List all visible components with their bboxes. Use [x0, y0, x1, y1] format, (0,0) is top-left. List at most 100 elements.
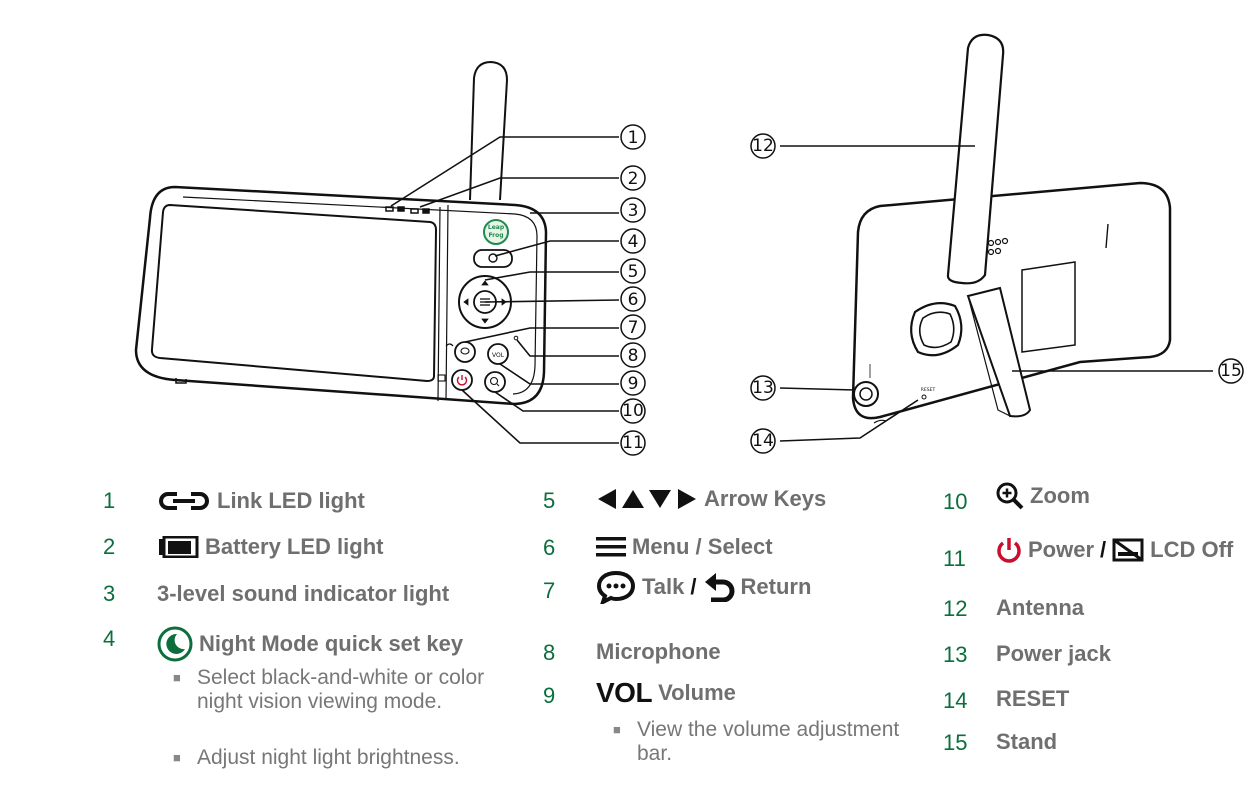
callout-13: 13 [750, 375, 776, 401]
legend-label-5: Arrow Keys [704, 486, 827, 511]
talk-icon [596, 570, 636, 604]
legend-number-10: 10 [943, 489, 968, 514]
battery-icon [157, 536, 199, 558]
legend-item-6: Menu / Select [596, 534, 773, 560]
link-icon [157, 490, 211, 512]
menu-icon [596, 535, 626, 559]
svg-text:15: 15 [1220, 361, 1242, 381]
return-icon [703, 572, 735, 602]
legend-item-4: Night Mode quick set key [157, 626, 463, 662]
svg-text:2: 2 [628, 169, 639, 189]
callout-8: 8 [620, 342, 646, 368]
legend-9-bullet-1: ■View the volume adjustment bar. [613, 718, 900, 765]
legend-label-10: Zoom [1030, 483, 1090, 508]
vol-prefix: VOL [596, 677, 653, 708]
legend-number-5: 5 [543, 488, 556, 513]
reset-label: RESET [921, 387, 936, 393]
led-indicators [385, 206, 430, 214]
svg-text:13: 13 [752, 378, 774, 398]
legend-label-3: 3-level sound indicator light [157, 581, 450, 606]
legend-separator-7: / [690, 574, 697, 599]
callout-3: 3 [620, 197, 646, 223]
legend-item-12: Antenna [996, 595, 1084, 621]
callout-4: 4 [620, 228, 646, 254]
legend-number-2: 2 [103, 534, 116, 559]
callout-9: 9 [620, 370, 646, 396]
brand-text-bottom: Frog [488, 232, 503, 239]
legend-item-9: VOL Volume [596, 677, 736, 709]
reset-hole [921, 394, 927, 400]
callout-10: 10 [620, 398, 646, 424]
legend-number-8: 8 [543, 640, 556, 665]
svg-text:12: 12 [752, 136, 774, 156]
legend-label-6: Menu / Select [632, 534, 773, 559]
legend-label-12: Antenna [996, 595, 1084, 620]
legend-item-13: Power jack [996, 641, 1111, 667]
legend-label-7b: Return [740, 574, 812, 599]
stand [966, 286, 1032, 418]
legend-label-1: Link LED light [217, 488, 365, 513]
back-body [851, 181, 1172, 420]
brand-logo [483, 219, 509, 245]
callout-6: 6 [620, 286, 646, 312]
legend-number-6: 6 [543, 535, 556, 560]
device-diagram: Leap Frog VOL RESET 1 2 3 4 5 6 7 8 9 10… [134, 33, 1244, 456]
zoom-key [484, 371, 506, 393]
moon-icon [157, 626, 193, 662]
legend-label-4: Night Mode quick set key [199, 631, 464, 656]
legend-item-14: RESET [996, 686, 1069, 712]
svg-text:11: 11 [622, 433, 644, 453]
legend-separator-11: / [1100, 537, 1107, 562]
callout-12: 12 [750, 133, 776, 159]
callout-1: 1 [620, 124, 646, 150]
legend-label-8: Microphone [596, 639, 721, 664]
legend-item-1: Link LED light [157, 488, 365, 514]
arrows-icon [596, 487, 698, 511]
callout-14: 14 [750, 428, 776, 454]
svg-text:8: 8 [628, 346, 639, 366]
back-leader-lines [779, 145, 1213, 442]
legend-item-10: Zoom [996, 482, 1090, 510]
svg-text:1: 1 [628, 128, 639, 148]
back-antenna [946, 33, 1005, 285]
legend-label-14: RESET [996, 686, 1070, 711]
svg-text:4: 4 [628, 232, 639, 252]
callout-15: 15 [1218, 358, 1244, 384]
callout-markers: 1 2 3 4 5 6 7 8 9 10 11 12 13 14 15 [620, 124, 1244, 456]
callout-7: 7 [620, 314, 646, 340]
zoom-icon [996, 482, 1024, 510]
legend-label-15: Stand [996, 729, 1058, 754]
legend-label-13: Power jack [996, 641, 1111, 666]
speaker-plate [910, 301, 963, 357]
callout-2: 2 [620, 165, 646, 191]
legend-label-11b: LCD Off [1150, 537, 1234, 562]
legend-number-15: 15 [943, 730, 968, 755]
callout-5: 5 [620, 258, 646, 284]
legend-number-12: 12 [943, 596, 968, 621]
vol-key [487, 343, 509, 365]
legend-label-11a: Power [1028, 537, 1095, 562]
legend-number-13: 13 [943, 642, 968, 667]
legend-label-9: Volume [658, 680, 736, 705]
legend-item-15: Stand [996, 729, 1057, 755]
legend-4-bullet-2: ■Adjust night light brightness. [173, 746, 460, 769]
legend-item-2: Battery LED light [157, 534, 383, 560]
front-view [134, 60, 548, 406]
legend-number-3: 3 [103, 581, 116, 606]
legend-number-14: 14 [943, 688, 968, 713]
brand-text-top: Leap [488, 224, 505, 231]
legend-number-7: 7 [543, 578, 556, 603]
svg-text:5: 5 [628, 262, 639, 282]
svg-text:6: 6 [628, 290, 639, 310]
monitor-body [134, 185, 548, 406]
front-antenna [469, 60, 509, 201]
legend-number-4: 4 [103, 626, 116, 651]
talk-key [454, 341, 476, 363]
monitor-screen [150, 203, 438, 383]
legend-number-1: 1 [103, 488, 116, 513]
svg-text:9: 9 [628, 374, 639, 394]
legend-item-8: Microphone [596, 639, 721, 665]
legend-item-5: Arrow Keys [596, 486, 826, 512]
back-view [851, 33, 1172, 424]
